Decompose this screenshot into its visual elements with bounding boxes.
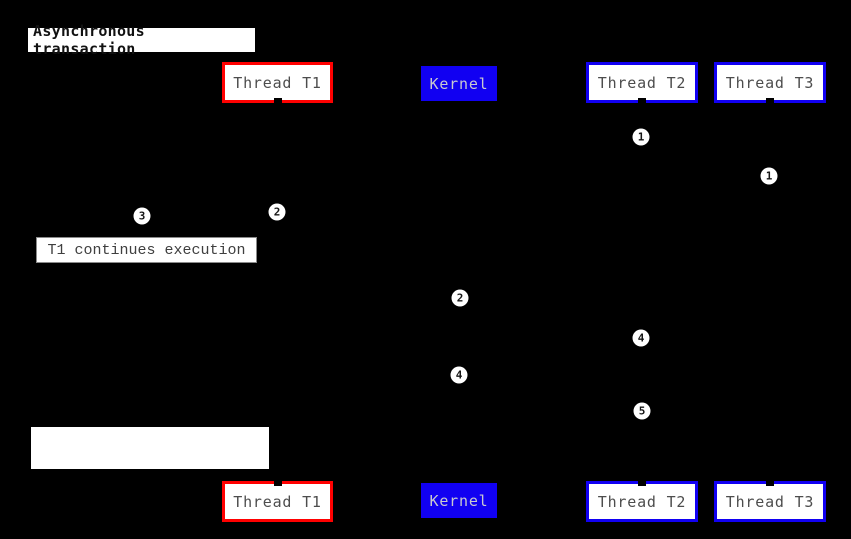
lifeline-anchor [638,98,646,103]
sequence-marker-2: 2 [268,203,286,221]
actor-label-kernel: Kernel [429,491,489,510]
sequence-marker-5: 5 [633,402,651,420]
sequence-marker-3: 3 [133,207,151,225]
actor-box-thread-t1-bottom: Thread T1 [222,481,333,522]
sequence-marker-2: 2 [451,289,469,307]
sequence-marker-1: 1 [760,167,778,185]
actor-label-thread-t1: Thread T1 [233,492,322,511]
actor-label-kernel: Kernel [429,74,489,93]
sequence-marker-4: 4 [632,329,650,347]
lifeline-anchor [766,98,774,103]
lifeline-anchor [638,481,646,486]
actor-label-thread-t2: Thread T2 [597,73,687,92]
actor-box-kernel-bottom: Kernel [421,483,497,518]
actor-label-thread-t1: Thread T1 [233,73,322,92]
note-t1-continues-execution: T1 continues execution [36,237,257,263]
actor-label-thread-t3: Thread T3 [725,492,815,511]
actor-box-thread-t3-top: Thread T3 [714,62,826,103]
sequence-marker-4: 4 [450,366,468,384]
lifeline-anchor [273,481,282,486]
actor-box-thread-t1-top: Thread T1 [222,62,333,103]
actor-box-thread-t3-bottom: Thread T3 [714,481,826,522]
actor-box-thread-t2-top: Thread T2 [586,62,698,103]
sequence-marker-1: 1 [632,128,650,146]
actor-box-thread-t2-bottom: Thread T2 [586,481,698,522]
diagram-title: Asynchronous transaction [28,22,255,58]
actor-label-thread-t2: Thread T2 [597,492,687,511]
lifeline-anchor [766,481,774,486]
blank-note-box [31,427,269,469]
actor-box-kernel-top: Kernel [421,66,497,101]
actor-label-thread-t3: Thread T3 [725,73,815,92]
lifeline-anchor [273,98,282,103]
